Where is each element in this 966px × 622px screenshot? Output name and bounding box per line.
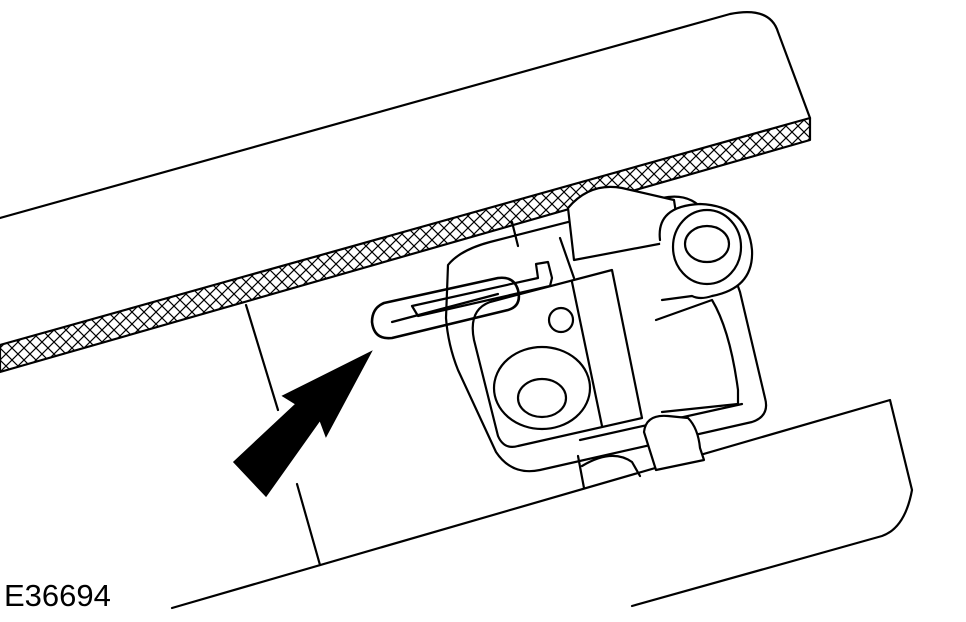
locating-hole: [547, 306, 575, 334]
hinge-leaf-edge: [558, 236, 576, 280]
upper-panel-outline: [0, 11, 812, 220]
retaining-clip-inner: [410, 260, 554, 318]
lower-mounting-hole-inner: [516, 377, 568, 419]
hinge-arm: [654, 298, 740, 414]
hinge-pin: [642, 414, 706, 472]
hinge-leaf: [471, 268, 644, 448]
upper-mounting-hole-inner: [683, 224, 731, 264]
bracket-reference-line: [244, 303, 280, 412]
lower-panel-outline: [170, 398, 914, 610]
hatched-panel-section: [0, 116, 812, 374]
lower-mounting-hole: [492, 345, 592, 431]
hinge-leaf-edge: [570, 280, 604, 428]
retaining-clip-slot: [390, 292, 500, 324]
bracket-reference-line: [295, 482, 322, 567]
hinge-stem: [576, 454, 586, 490]
upper-mounting-hole: [671, 208, 743, 286]
hinge-leaf-edge: [510, 220, 520, 248]
pointer-arrow-icon: [232, 350, 373, 498]
hinge-stem: [580, 454, 642, 478]
figure-code: E36694: [4, 578, 111, 613]
retaining-clip-outer: [370, 276, 521, 340]
